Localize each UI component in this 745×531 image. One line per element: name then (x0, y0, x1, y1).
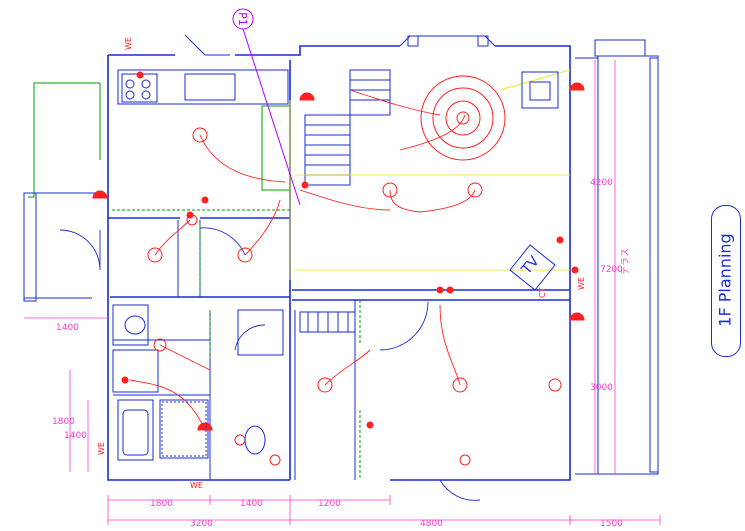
p1-marker: P1 (232, 8, 301, 206)
outlets (92, 71, 585, 431)
dim-bottom-2: 4800 (420, 519, 443, 529)
exterior-walls (107, 45, 571, 481)
terrace (575, 39, 659, 475)
staircase (304, 69, 391, 186)
dim-right-3000: 3000 (590, 383, 613, 393)
closet (299, 311, 356, 333)
chandelier (420, 75, 506, 161)
tv-symbol (509, 244, 556, 291)
entrance-deck (23, 192, 100, 302)
bay-window (399, 35, 496, 47)
dim-left-2: 1400 (64, 431, 87, 441)
title-frame (711, 205, 741, 357)
doors (59, 34, 481, 501)
dimension-lines (24, 60, 661, 525)
ceiling-lights (147, 127, 562, 466)
green-fixtures (112, 209, 361, 478)
guide-lines (289, 69, 571, 280)
dim-bottom-3: 1500 (600, 519, 623, 529)
we-label-kitchen: WE (124, 37, 133, 50)
dim-bottom-1: 3200 (190, 519, 213, 529)
dim-top-3: 1200 (318, 499, 341, 509)
page-title: 1F Planning (715, 233, 735, 327)
dim-left-1: 1800 (52, 417, 75, 427)
dim-porch: 1400 (56, 323, 79, 333)
wiring (129, 89, 476, 431)
terrace-label: テラス (620, 248, 631, 275)
dim-top-1: 1800 (150, 499, 173, 509)
bath-fixtures (122, 71, 559, 457)
dim-right-4200: 4200 (590, 178, 613, 188)
p1-label: P1 (236, 12, 249, 26)
tv-label: TV (518, 253, 543, 278)
dim-top-2: 1400 (240, 499, 263, 509)
porch-outline (28, 82, 101, 198)
we-label-living: WE (577, 277, 586, 290)
dim-right-7200: 7200 (600, 265, 623, 275)
kitchen-counters (117, 69, 291, 191)
we-label-bath: WE (97, 442, 106, 455)
we-label-bottom: WE (190, 481, 203, 490)
inner-walls (112, 220, 356, 480)
ct-label: CT (538, 287, 547, 298)
